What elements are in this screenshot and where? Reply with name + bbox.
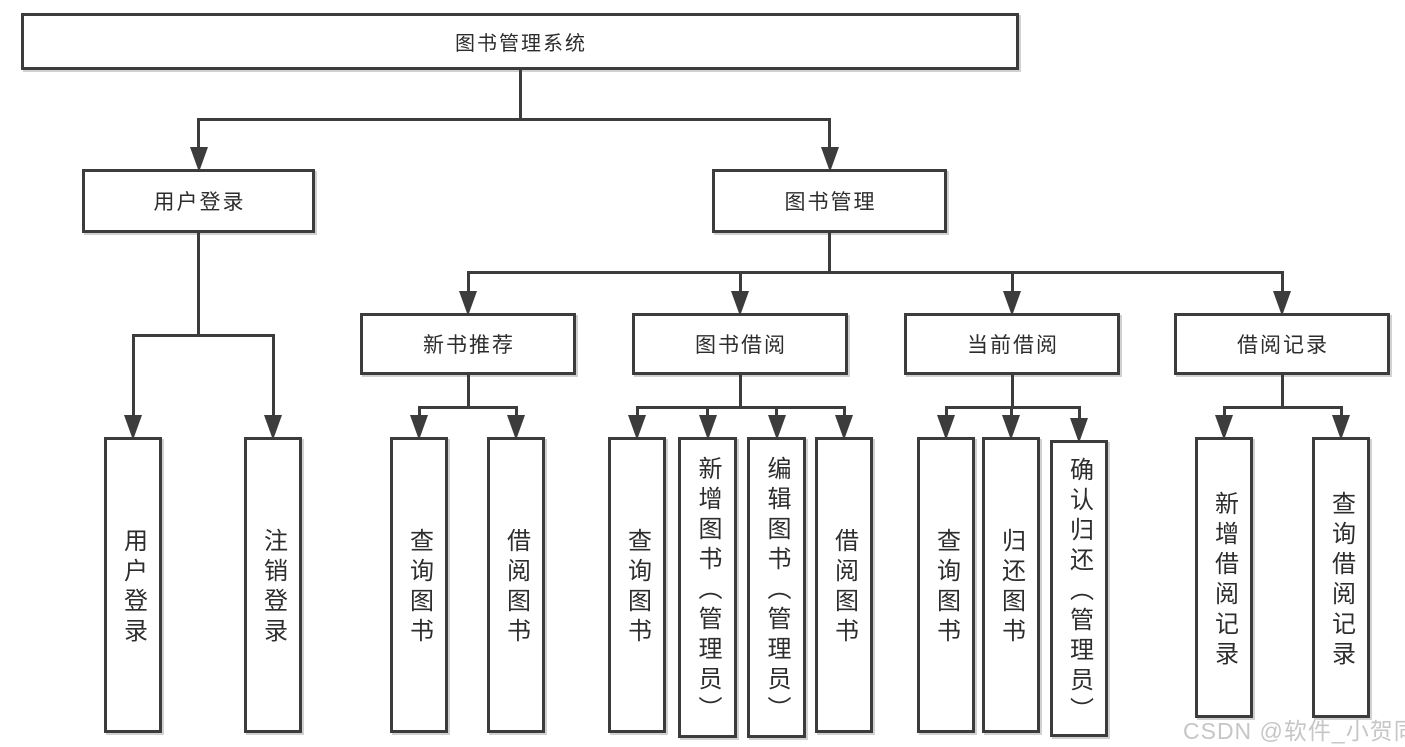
arrow-head [264, 415, 282, 440]
node-label: 图书管理 [784, 191, 877, 214]
node-leaf-query-record: 查询借阅记录 [1312, 437, 1370, 718]
node-label: 查询图书 [932, 528, 960, 648]
node-leaf-query-book-1: 查询图书 [390, 437, 448, 733]
connector-stub [466, 375, 470, 407]
connector-arrow-shaft [271, 335, 275, 420]
arrow-head [507, 415, 525, 440]
connector-rail [131, 333, 275, 337]
node-label: 图书借阅 [695, 334, 787, 357]
node-book-mgmt: 图书管理 [712, 169, 947, 233]
node-leaf-borrow-book-2: 借阅图书 [815, 437, 873, 733]
node-leaf-edit-book: 编辑图书（管理员） [747, 437, 806, 738]
node-leaf-user-login: 用户登录 [104, 437, 162, 733]
connector-arrow-shaft [944, 407, 948, 420]
node-label: 用户登录 [153, 191, 246, 214]
connector-arrow-shaft [1010, 272, 1014, 296]
arrow-head [1003, 291, 1021, 316]
node-label: 编辑图书（管理员） [763, 455, 790, 726]
connector-arrow-shaft [828, 119, 831, 152]
connector-stub [738, 375, 742, 407]
node-label: 借阅记录 [1237, 334, 1329, 357]
connector-stub [518, 70, 522, 119]
connector-rail [1222, 405, 1343, 409]
connector-rail [944, 405, 1081, 409]
connector-arrow-shaft [197, 119, 200, 152]
connector-rail [466, 270, 1284, 274]
node-leaf-return-book: 归还图书 [982, 437, 1040, 733]
node-label: 查询图书 [623, 528, 651, 648]
node-leaf-add-book: 新增图书（管理员） [678, 437, 737, 738]
node-label: 注销登录 [259, 528, 287, 648]
node-label: 借阅图书 [502, 528, 530, 648]
node-book-borrow: 图书借阅 [632, 313, 848, 375]
node-system: 图书管理系统 [21, 13, 1019, 70]
connector-arrow-shaft [131, 335, 135, 420]
connector-arrow-shaft [514, 407, 518, 420]
arrow-head [820, 147, 839, 172]
arrow-head [767, 415, 786, 440]
arrow-head [731, 291, 749, 316]
node-leaf-query-book-3: 查询图书 [917, 437, 975, 733]
arrow-head [459, 291, 477, 316]
arrow-head [189, 147, 208, 172]
connector-arrow-shaft [706, 407, 709, 420]
node-new-book-rec: 新书推荐 [360, 313, 576, 375]
arrow-head [628, 415, 646, 440]
connector-arrow-shaft [1339, 407, 1343, 420]
node-leaf-confirm-return: 确认归还（管理员） [1050, 440, 1108, 737]
connector-arrow-shaft [738, 272, 742, 296]
arrow-head [1332, 415, 1350, 440]
arrow-head [1215, 415, 1233, 440]
node-label: 用户登录 [119, 528, 147, 648]
arrow-head [410, 415, 428, 440]
connector-stub [197, 233, 200, 335]
arrow-head [1273, 291, 1291, 316]
csdn-watermark: CSDN @软件_小贺同学 [1183, 718, 1405, 744]
connector-arrow-shaft [775, 407, 778, 420]
node-label: 图书管理系统 [455, 33, 587, 55]
node-label: 当前借阅 [967, 334, 1059, 357]
node-label: 借阅图书 [830, 528, 858, 648]
connector-stub [1010, 375, 1014, 407]
node-label: 查询借阅记录 [1327, 490, 1355, 671]
node-leaf-add-record: 新增借阅记录 [1195, 437, 1253, 718]
node-user-login: 用户登录 [82, 169, 315, 233]
node-label: 新书推荐 [423, 334, 515, 357]
connector-rail [417, 405, 518, 409]
node-leaf-query-book-2: 查询图书 [608, 437, 666, 733]
connector-arrow-shaft [1077, 407, 1081, 423]
arrow-head [1002, 415, 1020, 440]
arrow-head [835, 415, 853, 440]
node-current-borrow: 当前借阅 [904, 313, 1120, 375]
connector-arrow-shaft [1280, 272, 1284, 296]
connector-stub [828, 233, 831, 272]
connector-rail [635, 405, 846, 409]
connector-arrow-shaft [842, 407, 846, 420]
node-label: 新增借阅记录 [1210, 490, 1238, 671]
connector-arrow-shaft [635, 407, 639, 420]
connector-arrow-shaft [1222, 407, 1226, 420]
node-label: 归还图书 [997, 528, 1025, 648]
connector-stub [1280, 375, 1284, 407]
connector-arrow-shaft [1009, 407, 1013, 420]
node-label: 确认归还（管理员） [1065, 456, 1093, 727]
node-label: 新增图书（管理员） [694, 455, 721, 726]
node-leaf-borrow-book-1: 借阅图书 [487, 437, 545, 733]
connector-arrow-shaft [466, 272, 470, 296]
arrow-head [937, 415, 955, 440]
connector-arrow-shaft [417, 407, 421, 420]
node-label: 查询图书 [405, 528, 433, 648]
arrow-head [698, 415, 717, 440]
node-borrow-records: 借阅记录 [1174, 313, 1390, 375]
arrow-head [1070, 418, 1088, 443]
connector-rail [197, 117, 831, 121]
arrow-head [124, 415, 142, 440]
node-leaf-logout: 注销登录 [244, 437, 302, 733]
